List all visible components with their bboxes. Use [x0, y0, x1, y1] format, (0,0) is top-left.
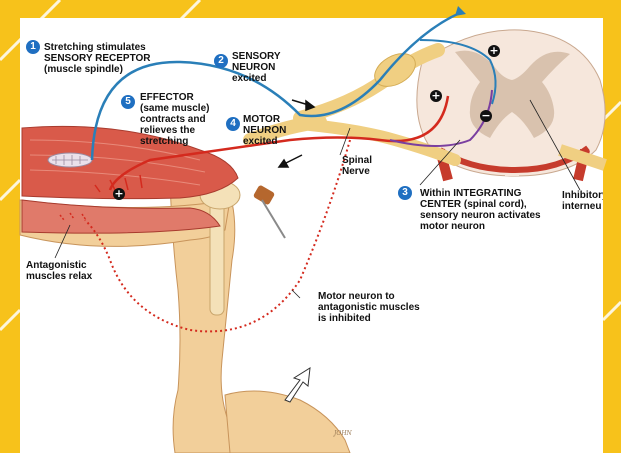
- label-step-3: Within INTEGRATING CENTER (spinal cord),…: [420, 188, 541, 232]
- step-3-badge: 3: [398, 186, 412, 200]
- step-2-badge: 2: [214, 54, 228, 68]
- label-motor-inhibited: Motor neuron to antagonistic muscles is …: [318, 291, 420, 324]
- inhibitory-minus-icon: −: [480, 110, 492, 122]
- step-5-badge: 5: [121, 95, 135, 109]
- label-step-5: EFFECTOR (same muscle) contracts and rel…: [140, 92, 209, 147]
- label-inhibitory-interneuron: Inhibitory interneu: [562, 190, 603, 212]
- label-step-2: SENSORY NEURON excited: [232, 51, 281, 84]
- label-spinal-nerve: Spinal Nerve: [342, 155, 372, 177]
- muscle-plus-icon: +: [113, 188, 125, 200]
- label-antagonistic-muscles: Antagonistic muscles relax: [26, 260, 92, 282]
- label-step-4: MOTOR NEURON excited: [243, 114, 286, 147]
- excitatory-plus-icon-2: +: [430, 90, 442, 102]
- step-4-badge: 4: [226, 117, 240, 131]
- sensory-arrow-icon: [455, 6, 466, 16]
- label-step-1: Stretching stimulates SENSORY RECEPTOR (…: [44, 42, 151, 75]
- excitatory-plus-icon: +: [488, 45, 500, 57]
- step-1-badge: 1: [26, 40, 40, 54]
- artist-signature: JOHN: [334, 430, 352, 437]
